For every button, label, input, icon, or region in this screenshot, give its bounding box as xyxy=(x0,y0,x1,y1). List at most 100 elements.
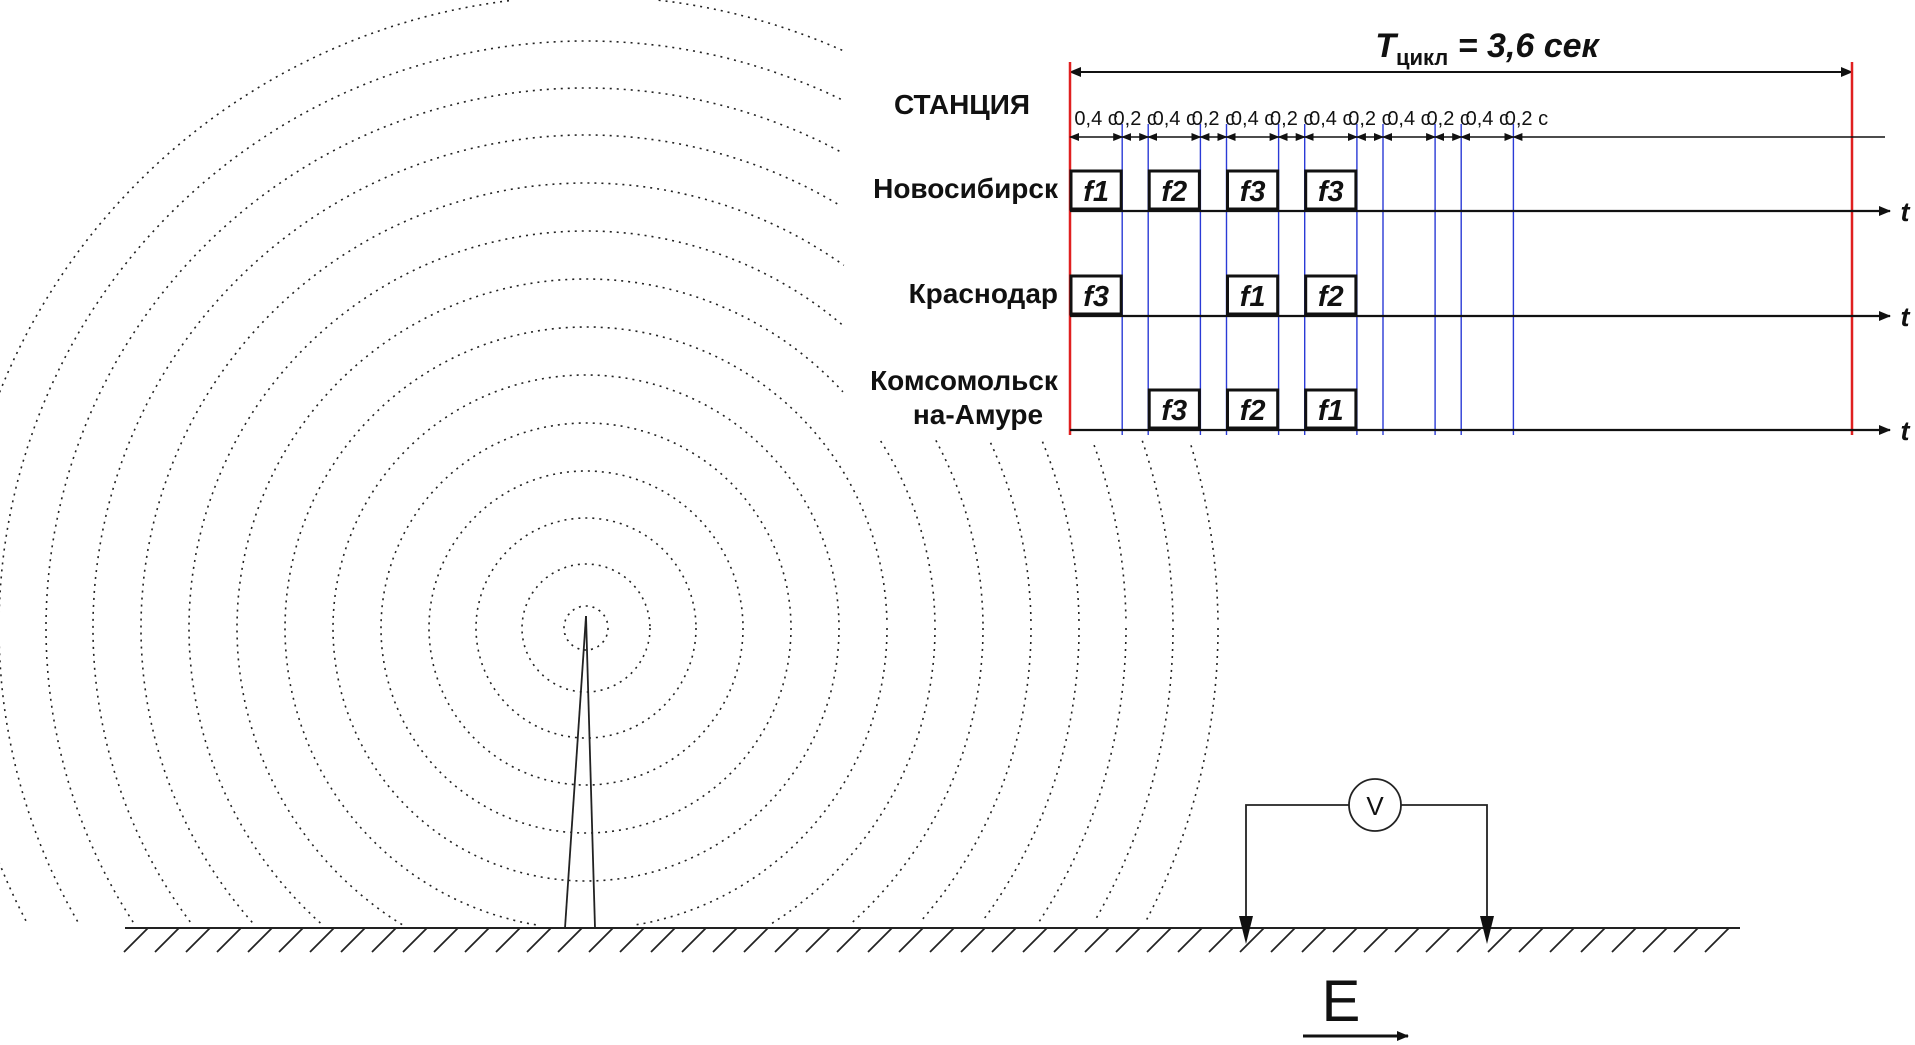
ground-hatch xyxy=(1146,927,1172,953)
ground-hatch xyxy=(1518,927,1544,953)
wave-circle xyxy=(236,278,936,926)
station-name: Комсомольск xyxy=(870,365,1059,396)
ground-hatch xyxy=(898,927,924,953)
frequency-label: f1 xyxy=(1083,176,1109,208)
ground-hatch xyxy=(185,927,211,953)
ground-hatch xyxy=(464,927,490,953)
frequency-label: f2 xyxy=(1318,281,1344,313)
frequency-slot xyxy=(1304,169,1358,211)
frequency-slot xyxy=(1226,169,1280,211)
ground-hatch xyxy=(1394,927,1420,953)
ground-hatch xyxy=(1208,927,1234,953)
ground-hatch xyxy=(1611,927,1637,953)
frequency-label: f3 xyxy=(1161,395,1187,427)
ground-hatch xyxy=(309,927,335,953)
slot-duration-label: 0,2 с xyxy=(1348,108,1391,130)
slot-duration-label: 0,4 с xyxy=(1231,108,1274,130)
frequency-slot xyxy=(1069,274,1123,316)
ground-hatch xyxy=(650,927,676,953)
frequency-label: f1 xyxy=(1240,281,1266,313)
ground-hatch xyxy=(123,927,149,953)
ground-hatch xyxy=(1425,927,1451,953)
frequency-slot xyxy=(1147,169,1201,211)
antenna-mast xyxy=(564,615,596,929)
cycle-value: = 3,6 сек xyxy=(1448,27,1600,65)
right-electrode-arrow xyxy=(1480,916,1494,944)
frequency-slot xyxy=(1304,274,1358,316)
slot-duration-label: 0,2 с xyxy=(1114,108,1157,130)
ground-hatch xyxy=(1487,927,1513,953)
measurement-circuit xyxy=(1245,804,1488,932)
wave-circle xyxy=(0,40,1174,922)
ground-hatch xyxy=(805,927,831,953)
cycle-title: Tцикл = 3,6 сек xyxy=(1375,27,1600,70)
slot-duration-label: 0,4 с xyxy=(1387,108,1430,130)
slot-duration-label: 0,4 с xyxy=(1153,108,1196,130)
frequency-slot xyxy=(1069,169,1123,211)
ground-hatch xyxy=(774,927,800,953)
ground-hatch xyxy=(1580,927,1606,953)
voltmeter-icon xyxy=(1348,778,1402,832)
station-name: на-Амуре xyxy=(913,399,1043,430)
time-axis-label: t xyxy=(1901,197,1911,227)
frequency-slot xyxy=(1226,274,1280,316)
frequency-label: f1 xyxy=(1318,395,1344,427)
station-header: СТАНЦИЯ xyxy=(894,89,1030,120)
ground-hatch xyxy=(1704,927,1730,953)
ground-hatch xyxy=(526,927,552,953)
ground-hatch xyxy=(929,927,955,953)
ground-hatch xyxy=(1115,927,1141,953)
ground-hatch xyxy=(867,927,893,953)
frequency-label: f2 xyxy=(1240,395,1266,427)
ground-hatch xyxy=(1642,927,1668,953)
frequency-slot xyxy=(1304,388,1358,430)
ground-hatch xyxy=(743,927,769,953)
slot-duration-label: 0,4 с xyxy=(1074,108,1117,130)
voltmeter-label: V xyxy=(1366,791,1384,821)
ground-hatch xyxy=(1270,927,1296,953)
ground-hatch xyxy=(340,927,366,953)
ground-hatch xyxy=(278,927,304,953)
wave-circle xyxy=(92,134,1080,923)
wave-circle xyxy=(0,0,1219,922)
frequency-label: f3 xyxy=(1318,176,1344,208)
ground-hatch xyxy=(433,927,459,953)
left-electrode-arrow xyxy=(1239,916,1253,944)
time-axis-label: t xyxy=(1901,416,1911,446)
slot-duration-label: 0,2 с xyxy=(1192,108,1235,130)
frequency-slot xyxy=(1147,388,1201,430)
ground-hatch xyxy=(1673,927,1699,953)
station-name: Краснодар xyxy=(909,278,1058,309)
frequency-label: f3 xyxy=(1083,281,1109,313)
ground-hatch xyxy=(402,927,428,953)
wave-circle xyxy=(45,87,1127,923)
ground-hatch xyxy=(1363,927,1389,953)
cycle-boundaries xyxy=(1068,62,1854,435)
wave-circle xyxy=(380,422,792,834)
wave-circle xyxy=(475,517,697,739)
station-name: Новосибирск xyxy=(873,173,1059,204)
ground-hatch xyxy=(154,927,180,953)
ground-hatch xyxy=(712,927,738,953)
cycle-subscript: цикл xyxy=(1396,45,1448,70)
ground-hatch xyxy=(1177,927,1203,953)
ground-hatch xyxy=(1022,927,1048,953)
ground-hatch xyxy=(1549,927,1575,953)
ground-hatch xyxy=(216,927,242,953)
wave-circle xyxy=(284,326,888,926)
ground-hatch xyxy=(1456,927,1482,953)
ground-hatch xyxy=(619,927,645,953)
frequency-label: f2 xyxy=(1161,176,1187,208)
ground-hatch xyxy=(1301,927,1327,953)
ground-hatch xyxy=(1053,927,1079,953)
slot-duration-label: 0,2 с xyxy=(1270,108,1313,130)
ground-hatch xyxy=(247,927,273,953)
slot-duration-label: 0,4 с xyxy=(1466,108,1509,130)
ground-hatch xyxy=(960,927,986,953)
frequency-slot xyxy=(1226,388,1280,430)
